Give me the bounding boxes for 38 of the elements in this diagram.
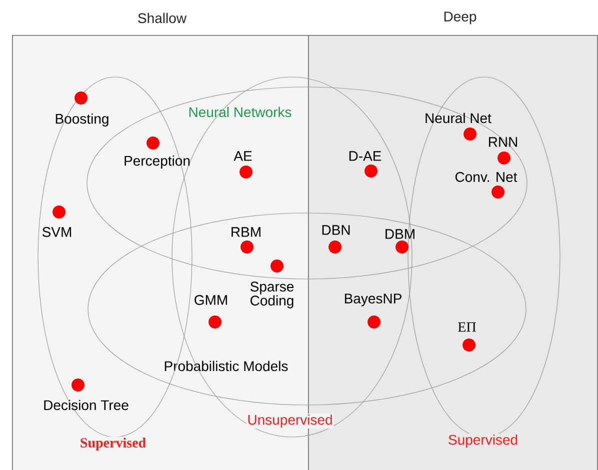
node-label: RNN — [488, 137, 518, 147]
data-point: BayesNP — [344, 294, 402, 328]
data-point: Conv. Net — [455, 172, 518, 198]
node-label: AE — [234, 151, 252, 161]
node-label: Conv. Net — [455, 172, 518, 182]
node-label: RBM — [232, 227, 260, 237]
data-point: SVM — [42, 206, 72, 237]
data-point: Decision Tree — [44, 378, 128, 410]
node-label: ЕП — [458, 322, 476, 332]
node-label: Perception — [124, 155, 190, 169]
data-point: RBM — [232, 227, 260, 254]
column-heading: Shallow — [138, 12, 187, 24]
node-label: BayesNP — [344, 294, 402, 306]
node-label: DBM — [386, 229, 414, 239]
node-label: Neural Net — [426, 112, 492, 124]
data-point: DBM — [386, 229, 414, 254]
data-point: D-AE — [349, 151, 382, 178]
column-heading: Deep — [444, 12, 476, 24]
node-label: Decision Tree — [44, 400, 128, 410]
data-point: RNN — [488, 137, 518, 164]
category-label: Probabilistic Models — [162, 360, 290, 372]
node-label: Sparse Coding — [250, 282, 294, 308]
node-label: SVM — [42, 227, 72, 237]
node-label: D-AE — [349, 151, 382, 161]
category-label: Supervised — [446, 433, 520, 449]
data-point: Perception — [124, 136, 190, 169]
node-label: GMM — [194, 295, 227, 305]
category-label: Neural Networks — [187, 106, 293, 118]
data-point: AE — [234, 151, 252, 178]
category-label: Unsupervised — [246, 413, 334, 429]
data-point: ЕП — [458, 322, 476, 352]
data-point: Sparse Coding — [250, 260, 294, 308]
node-label: DBN — [322, 225, 350, 235]
node-label: Boosting — [56, 113, 108, 127]
category-label: Supervised — [78, 436, 148, 452]
data-point: GMM — [194, 295, 227, 328]
data-point: Boosting — [56, 92, 108, 127]
data-point: DBN — [322, 225, 350, 254]
